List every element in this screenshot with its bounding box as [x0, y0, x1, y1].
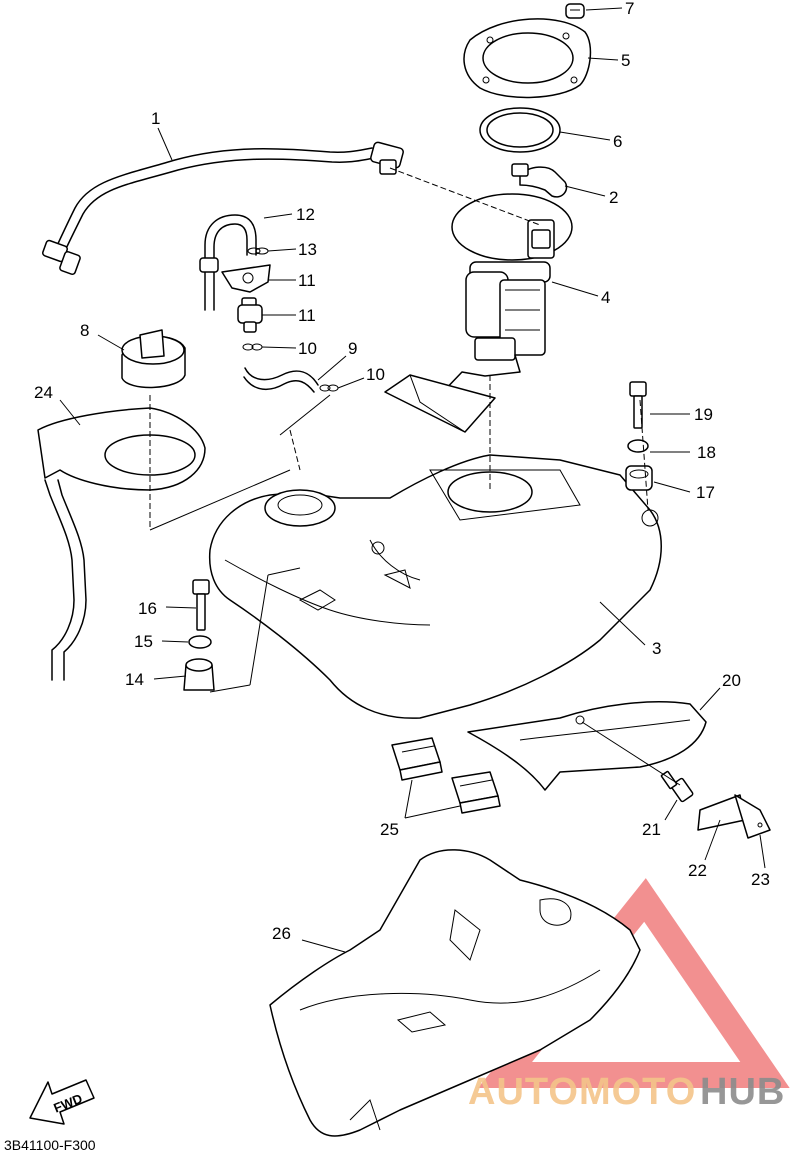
- callout-8: 8: [80, 321, 89, 340]
- part-26-damper-b: [451, 771, 501, 814]
- callout-22: 21: [642, 820, 661, 839]
- part-24-clip-piece: [734, 794, 771, 839]
- callout-19: 18: [697, 443, 716, 462]
- part-5-retainer-plate: [463, 18, 592, 99]
- diagram-code: 3B41100-F300: [4, 1137, 96, 1153]
- callout-18: 17: [696, 483, 715, 502]
- part-20-bolt: [629, 381, 647, 429]
- part-2-hose-connector: [511, 163, 568, 198]
- callout-25: 24: [34, 383, 53, 402]
- part-16-washer: [188, 635, 212, 649]
- part-26-damper-a: [391, 737, 443, 781]
- part-25-filler-tray: [37, 407, 206, 681]
- part-14-clip: [247, 247, 269, 255]
- callout-24: 23: [751, 870, 770, 889]
- callout-7: 7: [625, 0, 634, 18]
- callout-20: 19: [694, 405, 713, 424]
- watermark-text-part2: HUB: [700, 1071, 785, 1113]
- callout-11: 11: [298, 306, 316, 325]
- callout-21: 20: [722, 671, 741, 690]
- callout-2: 2: [609, 188, 618, 207]
- part-21-side-cover: [467, 701, 707, 791]
- part-19-washer: [627, 439, 649, 453]
- part-13-breather-hose: [199, 214, 257, 311]
- callout-27: 26: [272, 924, 291, 943]
- part-6-gasket-ring: [479, 107, 561, 153]
- part-18-grommet: [625, 465, 653, 491]
- callout-23: 22: [688, 861, 707, 880]
- part-15-grommet: [183, 658, 215, 691]
- part-12-bracket: [221, 264, 271, 293]
- part-8-fuel-cap: [121, 329, 186, 389]
- watermark-text: AUTOMOTO HUB: [468, 1071, 785, 1113]
- callout-10-upper: 10: [298, 339, 317, 358]
- part-10-clip-lower: [319, 384, 339, 392]
- callout-4: 4: [601, 288, 610, 307]
- callout-labels: 7 5 6 2 4 1 12 13 11 11 10 9 10 8 24 16 …: [34, 0, 770, 943]
- callout-3: 3: [652, 639, 661, 658]
- callout-9: 9: [348, 339, 357, 358]
- part-17-bolt: [192, 579, 210, 631]
- part-27-under-cover: [269, 849, 641, 1137]
- fwd-direction-arrow: FWD: [29, 1079, 95, 1125]
- callout-13: 12: [296, 205, 315, 224]
- part-3-fuel-tank: [208, 454, 662, 719]
- part-7-nut: [565, 3, 585, 19]
- part-10-clip-upper: [242, 343, 263, 351]
- callout-16: 15: [134, 632, 153, 651]
- callout-17: 16: [138, 599, 157, 618]
- callout-10-lower: 10: [366, 365, 385, 384]
- callout-12: 11: [298, 271, 316, 290]
- part-9-short-hose: [243, 367, 319, 393]
- callout-15: 14: [125, 670, 144, 689]
- callout-14: 13: [298, 240, 317, 259]
- leader-lines: [59, 7, 766, 953]
- part-4-fuel-pump: [384, 193, 573, 433]
- callout-26: 25: [380, 820, 399, 839]
- part-1-vent-hose: [42, 141, 404, 276]
- callout-6: 6: [613, 132, 622, 151]
- callout-1: 1: [151, 109, 160, 128]
- part-11-check-valve: [237, 297, 263, 333]
- callout-5: 5: [621, 51, 630, 70]
- watermark-text-part1: AUTOMOTO: [468, 1071, 696, 1113]
